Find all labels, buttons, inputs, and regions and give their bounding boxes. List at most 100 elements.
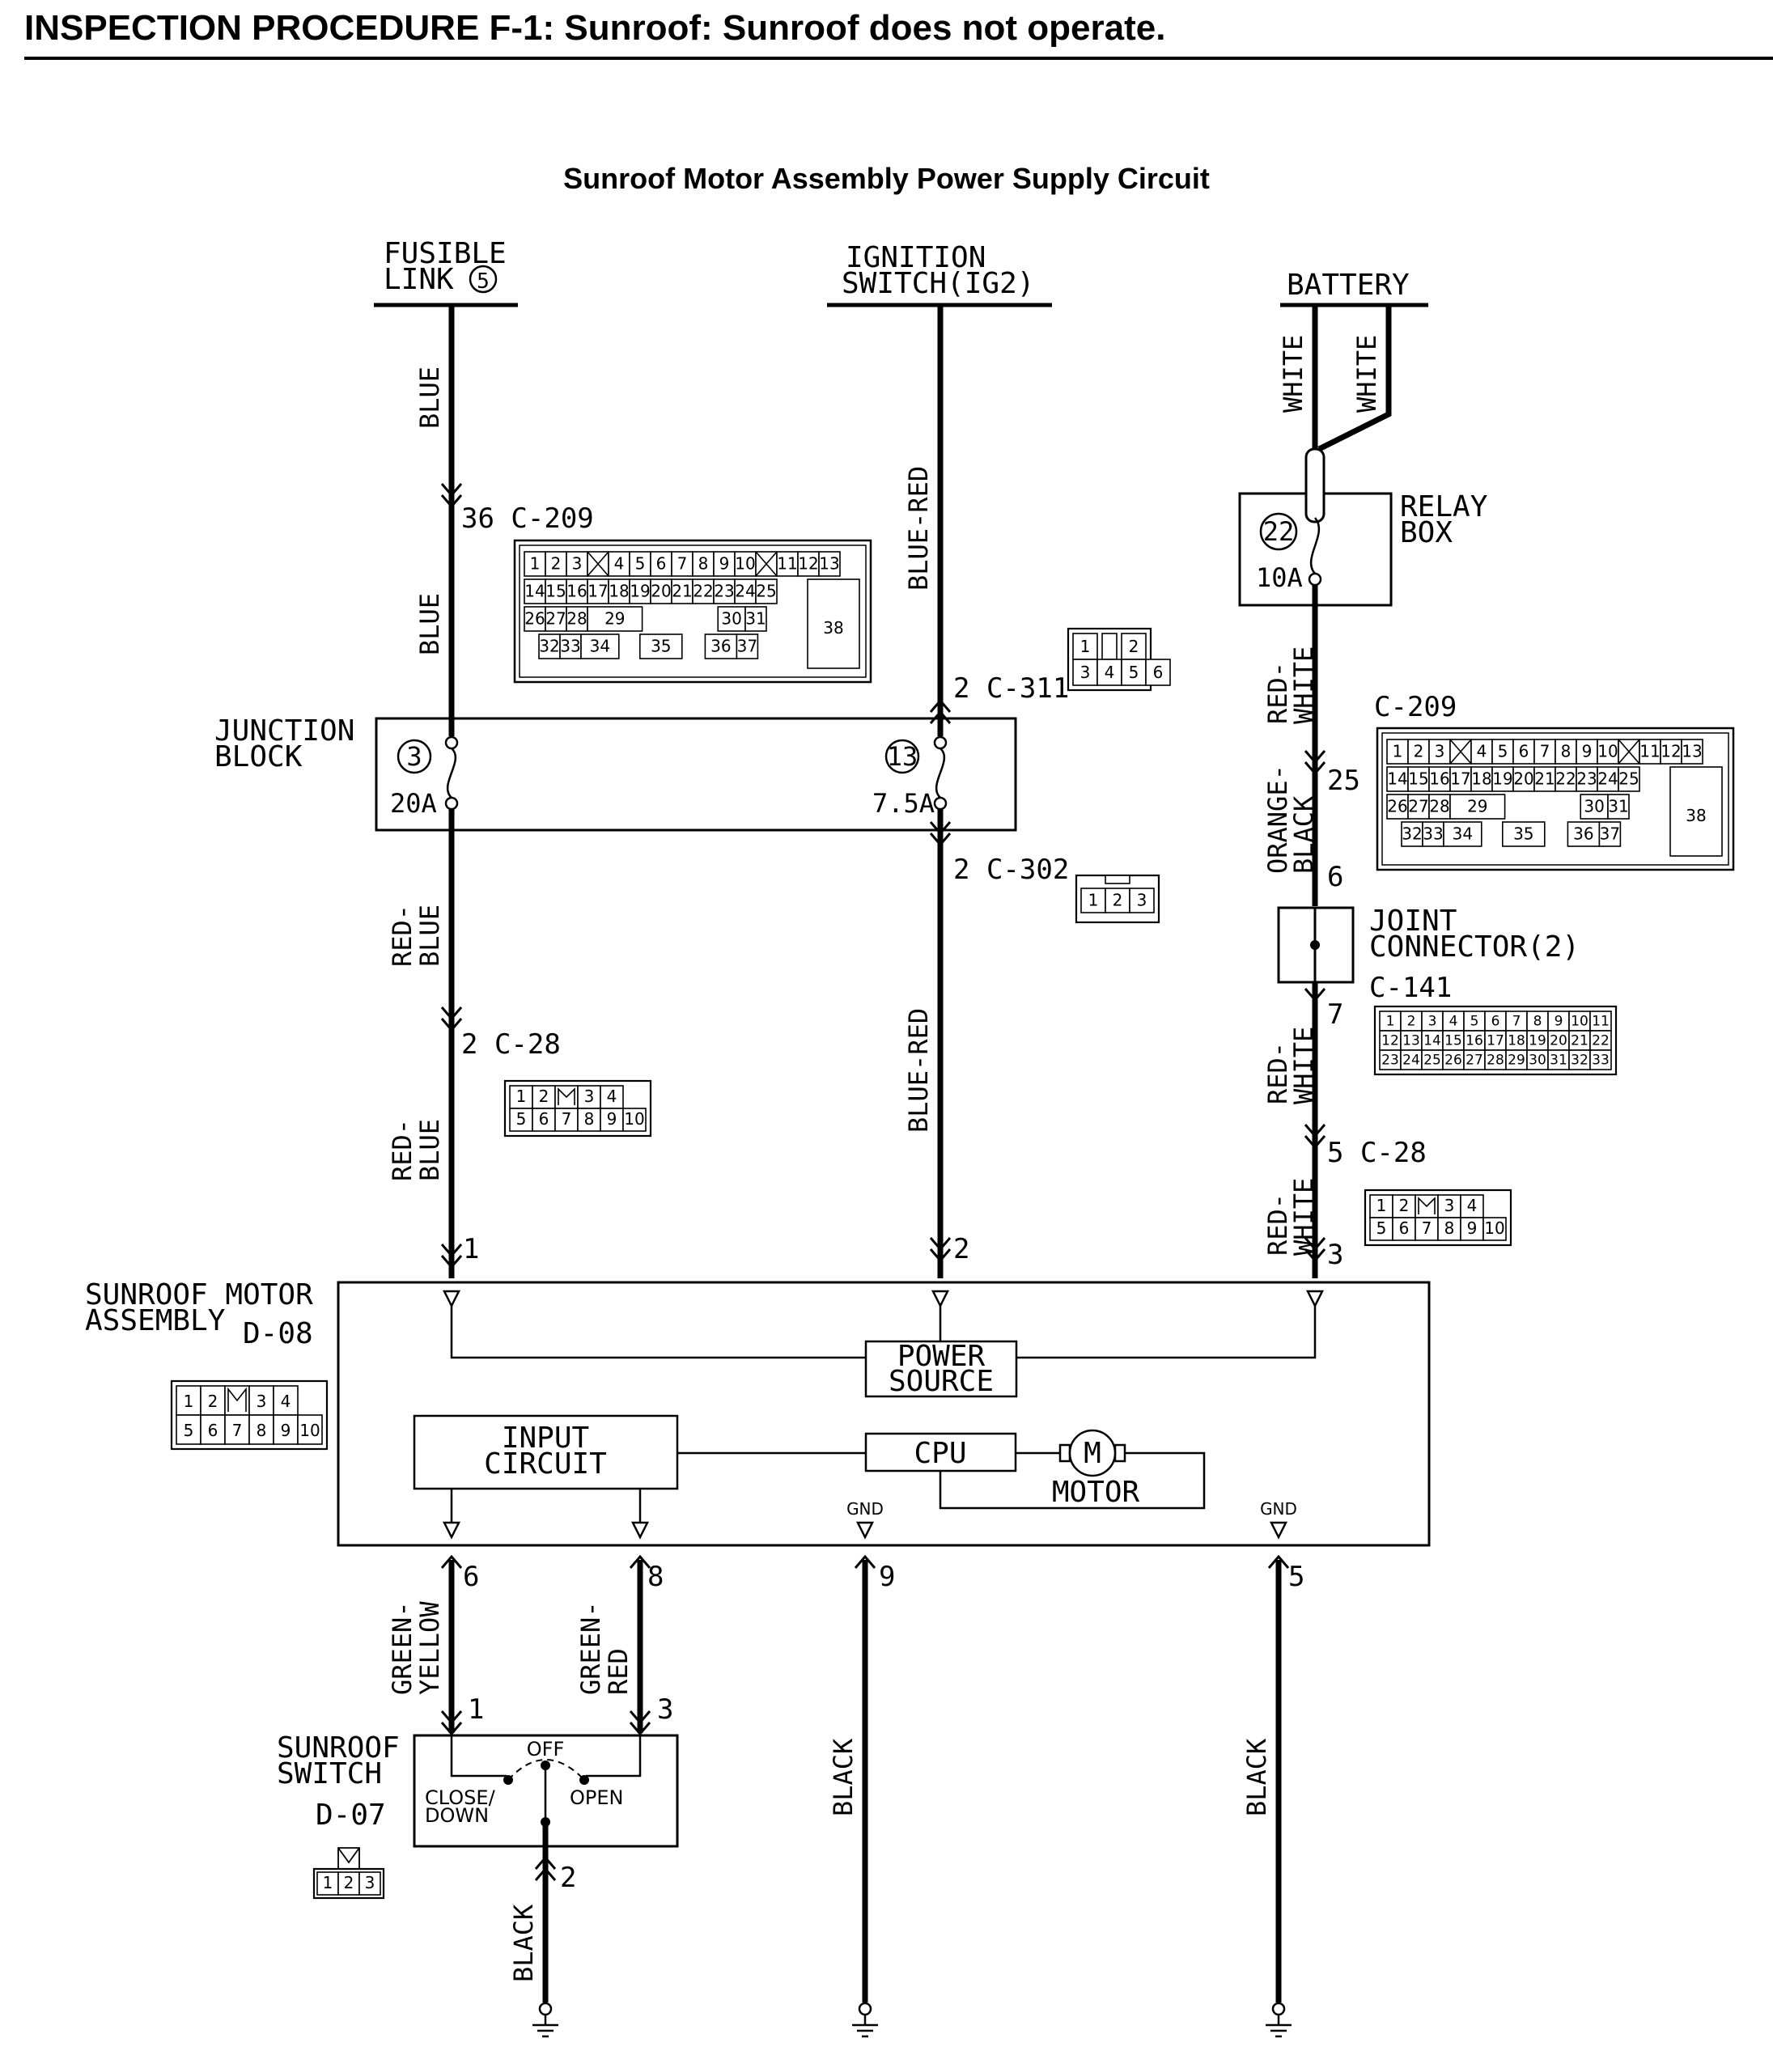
connector-cell: [744, 606, 767, 632]
battery-label: BATTERY: [1287, 269, 1410, 302]
connector-cell: [1512, 739, 1535, 765]
jb-fuse-right-num-circle: [884, 739, 920, 774]
connector-pin-label: 4: [614, 554, 625, 574]
connector-pin-label: 9: [719, 554, 730, 574]
connector-cell: [1407, 794, 1430, 820]
svg-text:38: 38: [1686, 806, 1706, 825]
connector-cell: [1463, 1011, 1486, 1032]
connector-pin-label: 19: [1529, 1032, 1546, 1049]
connector-arrow: [1267, 1554, 1290, 1569]
connector-pin-label: 3: [584, 1087, 595, 1106]
connector-pin-label: 1: [1088, 891, 1099, 910]
connector-pin-label: 33: [1592, 1052, 1610, 1068]
connector-pin-label: 11: [777, 554, 797, 574]
gnd-triangle: [855, 1521, 875, 1540]
relay-fuse-rating: 10A: [1256, 562, 1303, 593]
connector-pin-label: 1: [516, 1087, 527, 1106]
connector-pin-label: 34: [590, 637, 610, 656]
jb-fuse-left-num: 3: [406, 741, 422, 772]
power-source-box: [864, 1340, 1018, 1398]
fusible-link-label-1: FUSIBLE: [384, 237, 507, 270]
connector-cell: [1072, 659, 1098, 686]
connector-pin-label: 1: [184, 1392, 194, 1411]
connector-pin-label: 7: [677, 554, 688, 574]
connector-pin-label: 31: [1550, 1052, 1567, 1068]
connector-cell: [1484, 1011, 1507, 1032]
power-source-label-2: SOURCE: [889, 1365, 994, 1398]
gnd-label-right: GND: [1260, 1499, 1297, 1519]
connector-pin-label: 13: [1682, 742, 1702, 761]
connector-pin-label: 19: [630, 582, 650, 601]
connector-cell: [1491, 766, 1514, 792]
title-rule: [24, 57, 1773, 60]
fusible-link-label-2: LINK: [384, 263, 454, 296]
junction-block-label-1: JUNCTION: [214, 714, 354, 748]
connector-cell: [1580, 794, 1609, 820]
connector-cell: [1589, 1011, 1612, 1032]
connector-pin-label: 8: [1561, 742, 1572, 761]
connector-pin-label: 4: [607, 1087, 617, 1106]
connector-cell: [1533, 766, 1556, 792]
motor-pin-8: 8: [647, 1561, 664, 1593]
page-title: INSPECTION PROCEDURE F-1: Sunroof: Sunro…: [24, 8, 1166, 48]
wire-red-blue-label-2b: BLUE: [414, 1119, 445, 1181]
connector-pin-label: 8: [698, 554, 709, 574]
connector-pin-label: 15: [1444, 1032, 1462, 1049]
connector-arrow: [1304, 1237, 1326, 1263]
connector-pin-label: 2: [1113, 891, 1123, 910]
connector-pin-label: 4: [1467, 1196, 1478, 1215]
connector-pin-label: 31: [1608, 797, 1628, 816]
connector-cell: [1491, 739, 1514, 765]
motor-label: MOTOR: [1052, 1476, 1140, 1509]
connector-cell: [650, 551, 672, 577]
wire-green-yellow-label-a: GREEN-: [387, 1601, 418, 1695]
jb-fuse-right-rating: 7.5A: [872, 788, 935, 819]
connector-cell: [587, 606, 643, 632]
motor-pin-1: 1: [463, 1233, 479, 1265]
connector-pin-label: 18: [1471, 769, 1491, 789]
connector-pin-label: 6: [1399, 1218, 1410, 1238]
connector-pin-label: 26: [1444, 1052, 1462, 1068]
connector-pin-label: 28: [566, 609, 587, 629]
connector-pin-label: 11: [1592, 1013, 1610, 1029]
connector-cell: [650, 578, 672, 604]
connector-pin-label: 37: [1600, 824, 1620, 844]
connector-pin-label: 16: [1429, 769, 1449, 789]
connector-pin-label: 36: [1573, 824, 1593, 844]
connector-pin-label: 12: [1661, 742, 1681, 761]
connector-cell: [1421, 1011, 1444, 1032]
connector-pin-label: 2: [1407, 1013, 1416, 1029]
connector-cell: [1443, 821, 1482, 847]
wire-red-blue-label-2a: RED-: [387, 1119, 418, 1181]
motor-brush-left: [1058, 1443, 1071, 1463]
connector-cell: [1437, 1217, 1461, 1241]
ignition-label-1: IGNITION: [846, 241, 986, 274]
wire-black-label-5: BLACK: [1241, 1738, 1272, 1816]
connector-cell: [1080, 888, 1106, 913]
connector-cell: [1460, 1194, 1484, 1218]
connector-cell: [1597, 739, 1619, 765]
connector-cell: [755, 578, 778, 604]
connector-pin-label: 34: [1453, 824, 1473, 844]
connector-arrow: [1304, 988, 1326, 1002]
motor-brush-right: [1113, 1443, 1126, 1463]
connector-pin-label: 28: [1429, 797, 1449, 816]
connector-cell: [1607, 794, 1630, 820]
connector-pin-label: 5: [635, 554, 646, 574]
connector-cell: [273, 1414, 299, 1445]
connector-pin-label: 1: [1080, 637, 1091, 656]
connector-pin-label: 17: [1487, 1032, 1504, 1049]
connector-pin-label: 32: [539, 637, 559, 656]
connector-cell: [671, 551, 694, 577]
connector-pin-label: 2: [344, 1873, 354, 1892]
connector-pin-label: 10: [1571, 1013, 1588, 1029]
connector-pin-label: 17: [1450, 769, 1470, 789]
connector-arrow: [629, 1554, 651, 1569]
connector-cell: [1547, 1030, 1570, 1051]
connector-pin-label: 22: [1592, 1032, 1610, 1049]
wire-blue-label-1: BLUE: [414, 367, 445, 429]
input-circuit-box: [413, 1414, 679, 1490]
connector-pin-label: 1: [530, 554, 541, 574]
switch-close-label-2: DOWN: [425, 1804, 489, 1827]
